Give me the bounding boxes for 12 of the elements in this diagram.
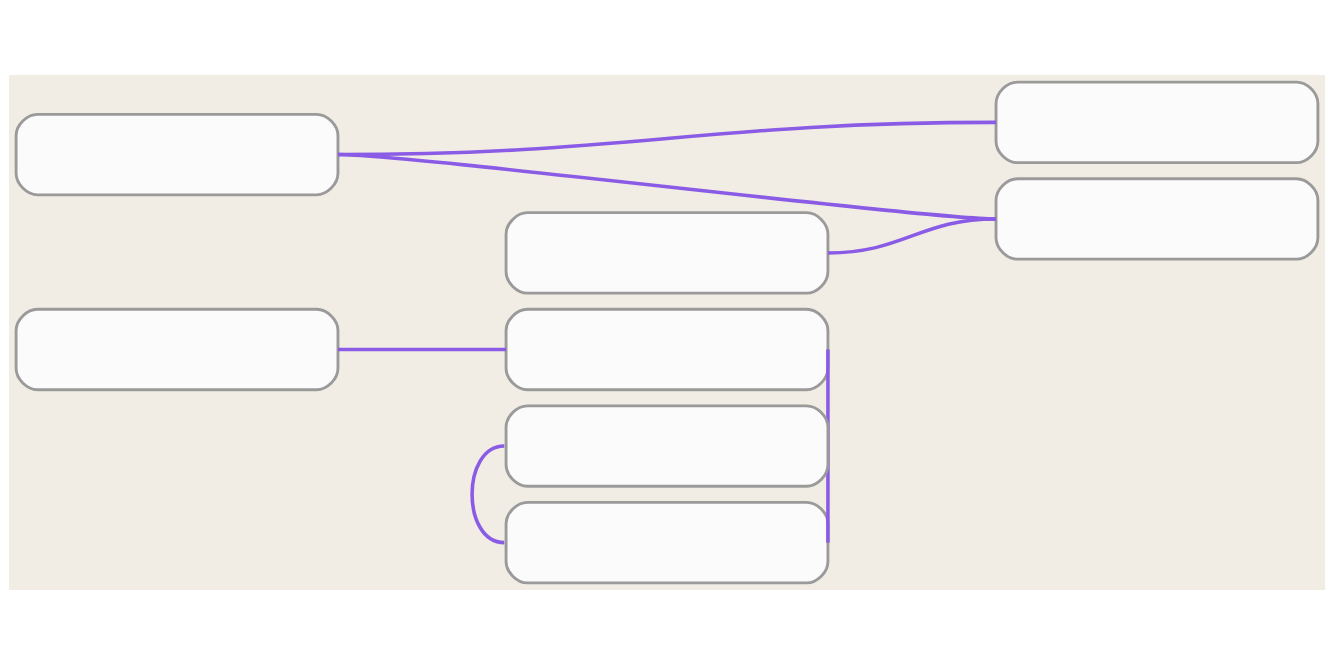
node-box (994, 176, 1320, 261)
node-box (504, 307, 830, 391)
connector (826, 349, 830, 543)
node-box (994, 80, 1320, 164)
node-box (504, 210, 830, 295)
node-box (504, 500, 830, 584)
node-box (14, 307, 340, 391)
connector (337, 347, 507, 351)
node-box (14, 112, 340, 196)
connector (827, 216, 997, 255)
node-box (504, 403, 830, 488)
connector (470, 443, 505, 544)
